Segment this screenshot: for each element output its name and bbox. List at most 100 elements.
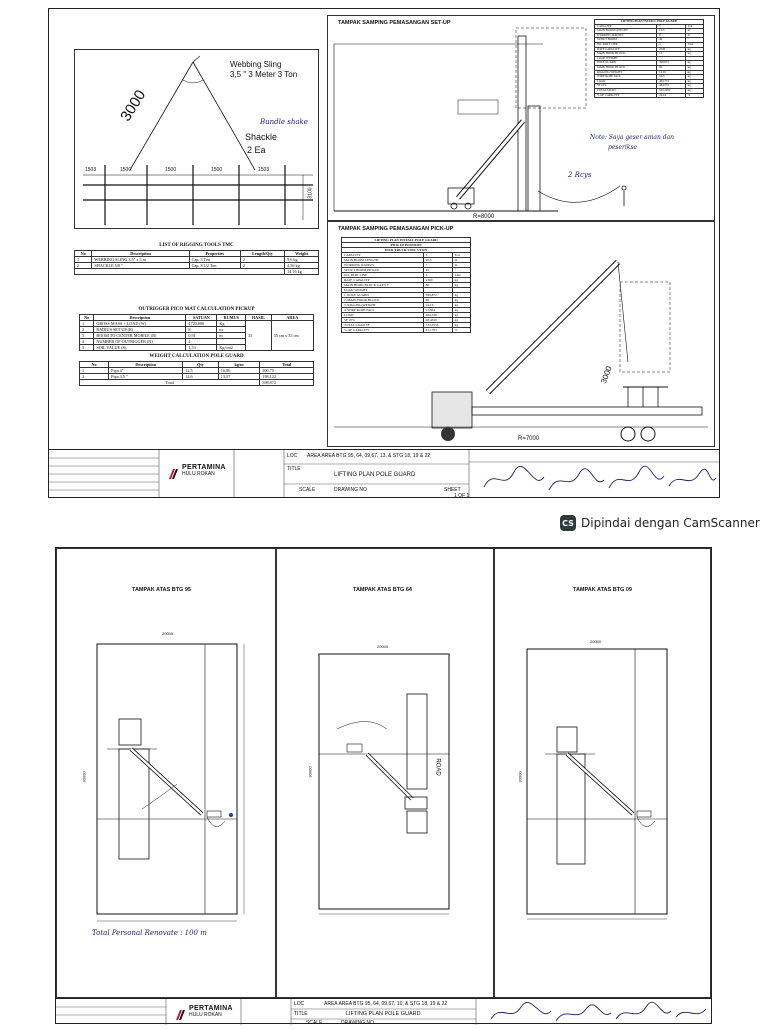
company-sub: HULU ROKAN	[182, 471, 215, 477]
setup-radius: R=8000	[473, 214, 495, 220]
weight-total: 398,872	[259, 379, 314, 386]
dim-3: 1500	[165, 167, 177, 173]
drawing-sheet-1: Webbing Sling 3,5 " 3 Meter 3 Ton 3000 S…	[48, 8, 720, 499]
sling-detail-panel: Webbing Sling 3,5 " 3 Meter 3 Ton 3000 S…	[74, 49, 319, 229]
hand-note-bottom: Total Personal Renovate : 100 m	[92, 929, 207, 937]
pertamina-logo-icon	[176, 1007, 186, 1020]
table-row: 1 WEBBING SLING 3,5" x 3 m Cap. 3 Ton 2 …	[73, 256, 319, 263]
area-text: AREA AREA BTG 95, 64, 09,67, 10, & STG 1…	[324, 1001, 448, 1007]
sling-note-line1: Webbing Sling	[230, 60, 282, 69]
view-height: 30000	[307, 766, 313, 778]
view-panel-btg95: TAMPAK ATAS BTG 95 20000 30000 Total Per…	[56, 548, 276, 998]
title-block-2: PERTAMINA HULU ROKAN LOC AREA AREA BTG 9…	[56, 998, 711, 1026]
view-height: 30000	[517, 771, 523, 783]
pertamina-logo-icon	[169, 466, 179, 479]
title-block-1: PERTAMINA HULU ROKAN LOC AREA AREA BTG 9…	[49, 449, 719, 499]
loc-label: LOC	[294, 1001, 305, 1007]
drawing-sheet-2: TAMPAK ATAS BTG 95 20000 30000 Total Per…	[55, 547, 712, 1026]
sling-note-line2: 3,5 " 3 Meter 3 Ton	[230, 70, 298, 79]
cell	[73, 268, 286, 275]
dim-1: 1503	[85, 167, 97, 173]
cell: % OF CAPACITY	[341, 327, 424, 333]
bundle-handwriting: Bundle shake	[260, 118, 308, 126]
outrigger-result: 35	[245, 320, 272, 351]
weight-table-title: WEIGHT CALCULATION POLE GUARD	[149, 354, 244, 359]
pickup-radius: R=7000	[518, 436, 540, 442]
view-title: TAMPAK ATAS BTG 64	[353, 587, 412, 593]
scale-label: SCALE	[299, 487, 316, 493]
dim-6: 3100	[307, 187, 314, 199]
scale-label: SCALE	[306, 1020, 323, 1026]
pertamina-brand: PERTAMINA HULU ROKAN	[176, 1005, 233, 1020]
drawing-title: LIFTING PLAN POLE GUARD	[346, 1011, 421, 1017]
outrigger-area: 35 cm x 35 cm	[270, 320, 315, 351]
dim-2: 1500	[120, 167, 132, 173]
view-title: TAMPAK ATAS BTG 95	[132, 587, 191, 593]
cell: %	[451, 327, 472, 333]
area-text: AREA AREA BTG 95, 64, 09,67, 13, & STG 1…	[307, 453, 431, 459]
title-label: TITLE	[294, 1011, 308, 1017]
cell: Kg/cm2	[216, 344, 247, 351]
camscanner-stamp: CS Dipindai dengan CamScanner	[560, 512, 760, 534]
setup-side-panel: TAMPAK SAMPING PEMASANGAN SET-UP R=8000 …	[327, 15, 715, 221]
view-panel-btg09: TAMPAK ATAS BTG 09 20000 30000	[494, 548, 711, 998]
company-name: PERTAMINA	[189, 1005, 233, 1012]
camscanner-logo-icon: CS	[560, 515, 576, 531]
camscanner-text: Dipindai dengan CamScanner	[581, 516, 760, 530]
view-width: 20000	[590, 639, 602, 644]
outrigger-table-title: OUTRIGGER PICO MAT CALCULATION PICKUP	[138, 307, 255, 312]
sling-diagram	[83, 55, 313, 225]
cell: % OF CAPACITY	[593, 92, 658, 99]
cell: %	[684, 92, 705, 99]
rigging-table-title: LIST OF RIGGING TOOLS TMC	[159, 243, 234, 248]
view-height: 30000	[81, 771, 87, 783]
rigging-total: 14,16 kg	[284, 268, 319, 275]
cell: 23,1763	[422, 327, 453, 333]
pickup-table: LIFTING PLAN INSTALL POLE GUARD PICK UP …	[341, 237, 472, 333]
setup-side-drawing	[333, 27, 627, 212]
note-handwriting: Note: Saya geser aman dan	[590, 134, 675, 141]
loc-label: LOC	[287, 453, 298, 459]
drawing-title: LIFTING PLAN POLE GUARD	[334, 472, 416, 478]
setup-table: LIFTING PLAN INSTALL POLE GUARD CAPACITY…	[593, 19, 705, 99]
dim-5: 1503	[258, 167, 270, 173]
cell: 1,53	[185, 344, 218, 351]
title-block-grid	[49, 450, 719, 498]
sheet-label: SHEET	[444, 487, 461, 493]
pertamina-brand: PERTAMINA HULU ROKAN	[169, 464, 226, 479]
shackle-note-line2: 2 Ea	[247, 145, 266, 155]
drawing-no-label: DRAWING NO	[341, 1020, 374, 1026]
dim-4: 1500	[211, 167, 223, 173]
view-width: 20000	[162, 631, 174, 636]
title-block-grid	[56, 999, 477, 1025]
note-handwriting-2: peserikse	[608, 144, 638, 151]
ktoy-handwriting: 2 Rcys	[568, 171, 592, 179]
road-label: ROAD	[434, 758, 441, 776]
pickup-side-title: TAMPAK SAMPING PEMASANGAN PICK-UP	[338, 226, 454, 232]
cell: 24,24	[656, 92, 686, 99]
signatures	[490, 1001, 707, 1022]
plan-view-btg64	[318, 653, 450, 915]
shackle-note-line1: Shackle	[245, 132, 278, 142]
view-panel-btg64: TAMPAK ATAS BTG 64 20000 30000 ROAD	[276, 548, 494, 998]
rigging-table: No Description Properties Length/Qty Wei…	[73, 250, 319, 275]
setup-side-title: TAMPAK SAMPING PEMASANGAN SET-UP	[338, 20, 451, 26]
view-title: TAMPAK ATAS BTG 09	[573, 587, 632, 593]
title-label: TITLE	[287, 466, 301, 472]
table-row: 14,16 kg	[73, 268, 319, 275]
plan-view-btg09	[526, 648, 668, 920]
signatures	[483, 465, 717, 491]
company-name: PERTAMINA	[182, 464, 226, 471]
weight-total-label: Total	[78, 379, 261, 386]
company-sub: HULU ROKAN	[189, 1012, 222, 1018]
pickup-side-drawing	[334, 259, 708, 442]
plan-view-btg95	[96, 643, 245, 922]
sheet-value: 1 OF 1	[454, 493, 470, 499]
cell: 5	[78, 344, 95, 351]
